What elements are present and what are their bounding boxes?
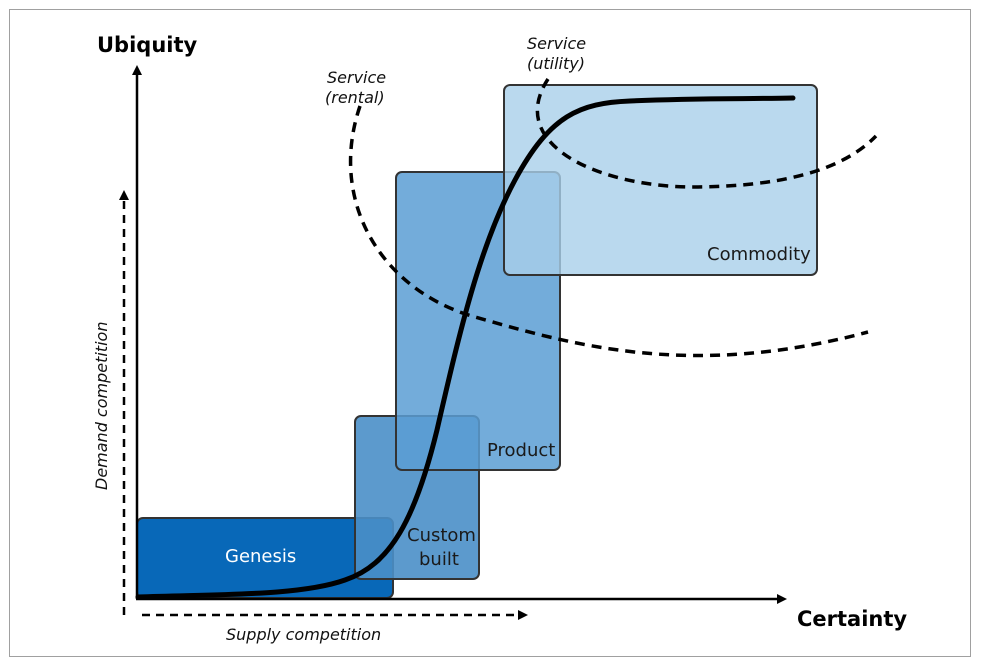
evolution-curve <box>135 95 796 600</box>
diagram-frame <box>9 9 971 657</box>
x-axis-title: Certainty <box>797 607 907 631</box>
service-rental-label-line1: Service <box>327 68 386 87</box>
genesis-label: Genesis <box>225 546 296 567</box>
service-utility-label-line2: (utility) <box>527 54 585 73</box>
product-label: Product <box>487 440 555 461</box>
y-axis-title: Ubiquity <box>97 33 198 57</box>
custom-built-label-line2: built <box>419 549 459 570</box>
service-utility-label-line1: Service <box>527 34 586 53</box>
supply-competition-label: Supply competition <box>226 625 381 644</box>
commodity-label: Commodity <box>707 244 811 265</box>
commodity-box <box>503 84 818 276</box>
service-rental-curve <box>348 105 869 358</box>
demand-competition-label: Demand competition <box>92 322 111 490</box>
service-utility-curve <box>535 78 878 189</box>
service-rental-label-line2: (rental) <box>325 88 385 107</box>
custom-built-label-line1: Custom <box>407 525 476 546</box>
